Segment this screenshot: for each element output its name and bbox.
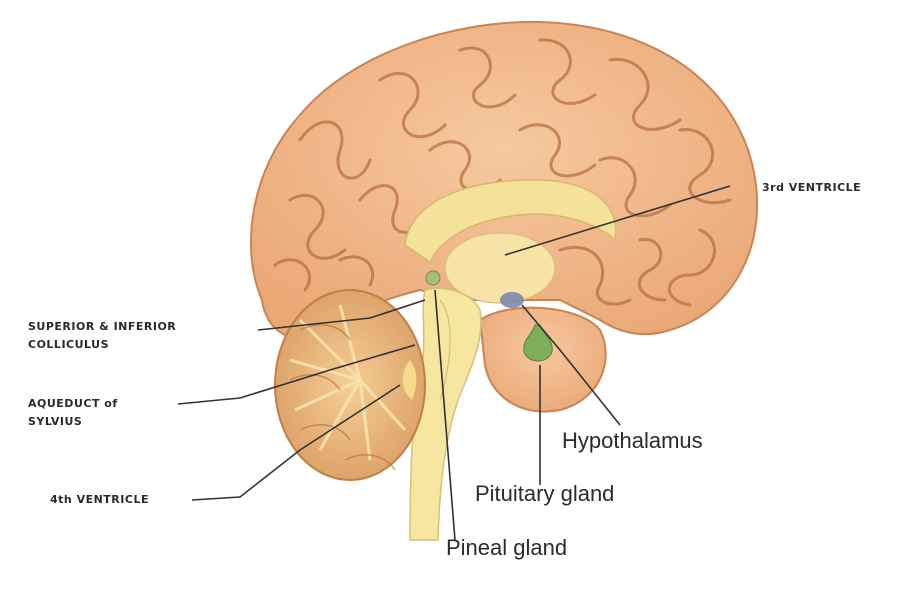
leader-lines (177, 185, 731, 541)
label-aqueduct-line1: AQUEDUCT of (28, 397, 118, 410)
line-fourth-ventricle (191, 384, 401, 501)
label-hypothalamus: Hypothalamus (562, 428, 703, 453)
line-aqueduct (177, 344, 416, 405)
fourth-ventricle-shape (402, 360, 417, 400)
label-pineal: Pineal gland (446, 535, 568, 560)
label-colliculus-line2: COLLICULUS (28, 338, 110, 351)
line-hypothalamus (521, 304, 621, 426)
hypothalamus-region (500, 292, 524, 308)
pituitary-shape (523, 324, 553, 362)
line-pineal (434, 289, 456, 541)
line-third-ventricle (504, 185, 731, 256)
label-third-ventricle: 3rd VENTRICLE (762, 181, 862, 194)
pineal-body (425, 270, 441, 286)
label-colliculus-line1: SUPERIOR & INFERIOR (28, 320, 177, 333)
label-aqueduct-line2: SYLVIUS (28, 415, 83, 428)
corpus-callosum (404, 179, 617, 264)
label-pituitary: Pituitary gland (475, 481, 615, 506)
label-fourth-ventricle: 4th VENTRICLE (50, 493, 149, 506)
cerebellar-folia (289, 304, 407, 461)
thalamus (444, 232, 556, 304)
line-colliculus (257, 299, 426, 331)
